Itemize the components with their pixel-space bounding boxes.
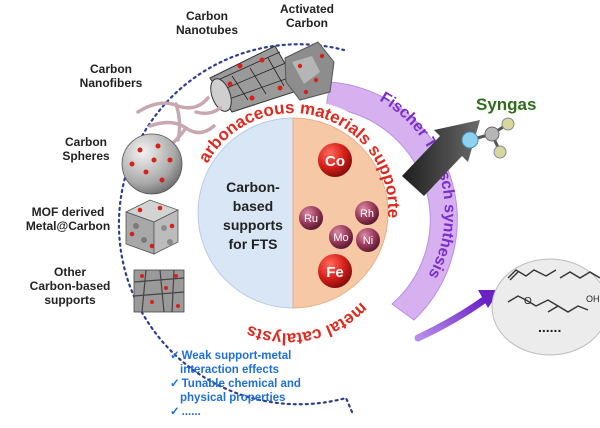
other-carbon-network-image [133, 269, 185, 313]
check-icon: ✓ [170, 378, 180, 390]
syngas-arrow [402, 120, 480, 196]
svg-text:Co: Co [325, 153, 345, 170]
check-icon: ✓ [170, 350, 180, 362]
alkene-structure [507, 269, 557, 279]
feature-item: interaction effects [170, 363, 301, 377]
metal-ru: Ru [299, 206, 323, 230]
activated-carbon-image [284, 41, 335, 101]
center-label-line: based [233, 198, 273, 214]
label-line: Nanofibers [79, 76, 143, 90]
products-panel: O OH ...... [491, 258, 600, 356]
label-line: MOF derived [31, 205, 105, 219]
label-line: Spheres [62, 149, 110, 163]
label-activated-carbon: Activated Carbon [272, 2, 342, 30]
check-icon: ✓ [170, 406, 180, 418]
label-line: Carbon [286, 16, 328, 30]
ether-oxygen: O [524, 296, 532, 307]
metal-ni: Ni [356, 228, 380, 252]
center-label-line: Carbon- [226, 179, 280, 195]
label-carbon-nanofibers: Carbon Nanofibers [76, 62, 146, 90]
carbon-nanofibers-image [136, 96, 222, 152]
center-label: Carbon-based supports for FTS [223, 179, 283, 252]
label-line: Carbon [186, 9, 228, 23]
metal-rh: Rh [355, 201, 379, 225]
carbon-nanotube-image [209, 45, 301, 113]
label-line: Nanotubes [175, 23, 238, 37]
syngas-label: Syngas [476, 95, 536, 114]
label-line: Other [53, 265, 86, 279]
svg-text:Fe: Fe [326, 264, 344, 281]
feature-text: ...... [181, 406, 201, 418]
label-carbon-nanotubes: Carbon Nanotubes [172, 9, 242, 37]
feature-item: ✓...... [170, 405, 301, 419]
alcohol-oh: OH [586, 294, 600, 304]
alcohol-structure [547, 305, 589, 313]
label-line: Activated [279, 2, 335, 16]
center-disk [197, 117, 389, 309]
metal-mo: Mo [329, 225, 353, 249]
carbon-sphere-image [121, 133, 183, 195]
feature-item: ✓Tunable chemical and [170, 377, 301, 391]
center-label-line: supports [223, 217, 283, 233]
label-line: Carbon [65, 135, 107, 149]
label-carbon-spheres: Carbon Spheres [56, 135, 116, 163]
center-label-line: for FTS [229, 236, 278, 252]
feature-list: ✓Weak support-metal interaction effects … [170, 349, 301, 419]
metal-fe: Fe [318, 254, 352, 288]
feature-text: interaction effects [180, 364, 280, 376]
ether-structure [507, 295, 559, 307]
dotted-boundary-arc [117, 43, 354, 414]
svg-text:Ru: Ru [304, 213, 318, 225]
label-line: Carbon-based [29, 279, 111, 293]
metal-co: Co [318, 143, 352, 177]
products-ellipsis: ...... [538, 319, 561, 335]
label-line: Carbon [90, 62, 132, 76]
alkane-structure [559, 271, 600, 279]
feature-text: physical properties [180, 392, 286, 404]
metal-particles: Co Ru Rh Mo Ni Fe [299, 143, 380, 288]
fts-band [325, 81, 458, 321]
mof-cube-image [124, 199, 180, 255]
feature-text: Tunable chemical and [181, 378, 301, 390]
label-line: Metal@Carbon [25, 219, 111, 233]
svg-text:Ni: Ni [363, 235, 373, 247]
svg-text:Mo: Mo [333, 232, 348, 244]
svg-text:Rh: Rh [360, 208, 374, 220]
label-mof-derived: MOF derived Metal@Carbon [20, 205, 116, 233]
feature-item: physical properties [170, 391, 301, 405]
label-line: supports [44, 293, 96, 307]
syngas-molecule-icon [461, 117, 515, 159]
label-other-supports: Other Carbon-based supports [22, 265, 118, 307]
feature-text: Weak support-metal [181, 350, 292, 362]
feature-item: ✓Weak support-metal [170, 349, 301, 363]
